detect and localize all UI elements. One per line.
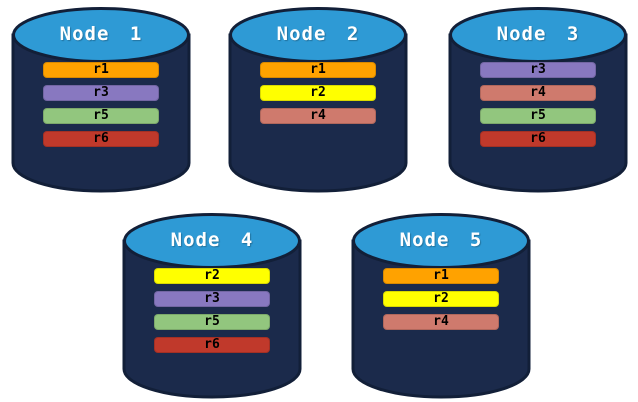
- replica-bar-r3: r3: [154, 291, 270, 307]
- node-5-label: Node 5: [399, 229, 483, 251]
- replica-bar-r1: r1: [383, 268, 499, 284]
- replica-bar-r6: r6: [480, 131, 596, 147]
- node-5-cylinder: Node 5 r1 r2 r4: [350, 211, 532, 401]
- replica-bar-r3: r3: [480, 62, 596, 78]
- replica-bar-r5: r5: [480, 108, 596, 124]
- replica-bar-r4: r4: [480, 85, 596, 101]
- cylinder-top: [352, 213, 530, 269]
- replica-bar-r3: r3: [43, 85, 159, 101]
- replica-bar-r1: r1: [260, 62, 376, 78]
- node-1-label: Node 1: [59, 23, 143, 45]
- replica-bars: r3 r4 r5 r6: [480, 62, 596, 154]
- replica-bars: r1 r2 r4: [260, 62, 376, 131]
- replica-bar-r6: r6: [154, 337, 270, 353]
- replica-bar-r5: r5: [43, 108, 159, 124]
- node-3-cylinder: Node 3 r3 r4 r5 r6: [447, 5, 629, 195]
- replica-bars: r1 r2 r4: [383, 268, 499, 337]
- replica-bar-r6: r6: [43, 131, 159, 147]
- replica-bar-r2: r2: [154, 268, 270, 284]
- replica-bars: r1 r3 r5 r6: [43, 62, 159, 154]
- cylinder-top: [449, 7, 627, 63]
- replica-bar-r4: r4: [260, 108, 376, 124]
- replica-bar-r5: r5: [154, 314, 270, 330]
- replica-bar-r4: r4: [383, 314, 499, 330]
- node-2-cylinder: Node 2 r1 r2 r4: [227, 5, 409, 195]
- node-4-cylinder: Node 4 r2 r3 r5 r6: [121, 211, 303, 401]
- replica-bar-r2: r2: [383, 291, 499, 307]
- cylinder-top: [12, 7, 190, 63]
- node-3-label: Node 3: [496, 23, 580, 45]
- cylinder-top: [229, 7, 407, 63]
- replica-bar-r1: r1: [43, 62, 159, 78]
- node-2-label: Node 2: [276, 23, 360, 45]
- replica-bar-r2: r2: [260, 85, 376, 101]
- cylinder-top: [123, 213, 301, 269]
- replica-bars: r2 r3 r5 r6: [154, 268, 270, 360]
- node-4-label: Node 4: [170, 229, 254, 251]
- node-1-cylinder: Node 1 r1 r3 r5 r6: [10, 5, 192, 195]
